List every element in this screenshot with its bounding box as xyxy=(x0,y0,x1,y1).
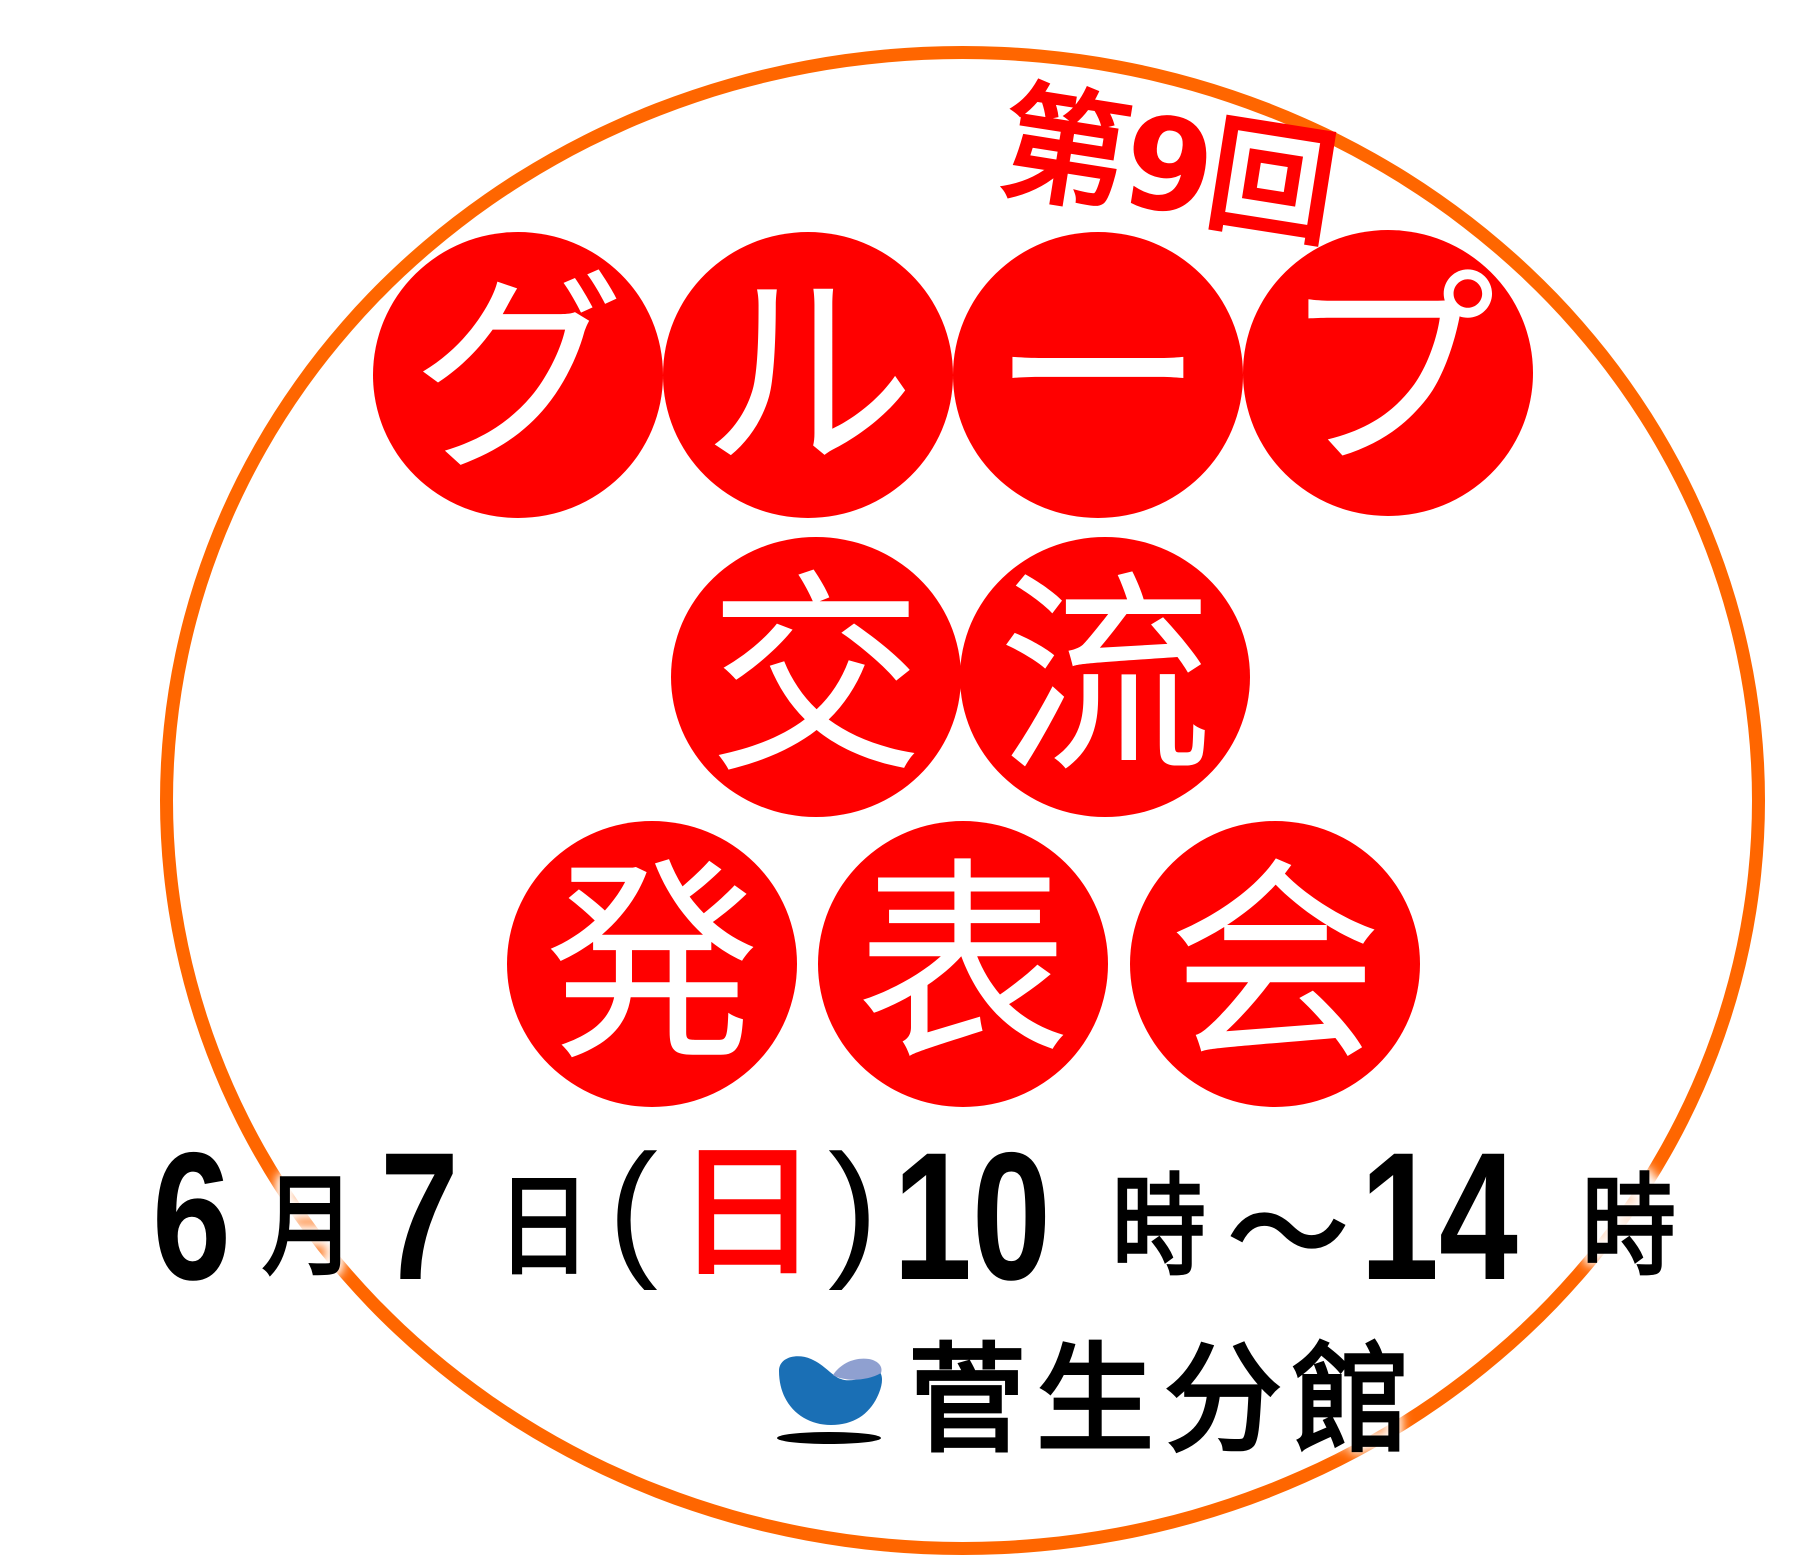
title-char: ー xyxy=(990,249,1206,501)
month-number: 6 xyxy=(152,1114,231,1318)
title-char: 交 xyxy=(708,551,924,803)
title-char: 発 xyxy=(544,838,760,1090)
title-char: 会 xyxy=(1167,838,1383,1090)
title-char: 表 xyxy=(855,838,1071,1090)
title-bubble-pu: プ xyxy=(1243,230,1533,516)
bowl-wave-logo-icon xyxy=(777,1356,882,1444)
title-bubble-long-vowel: ー xyxy=(953,232,1243,518)
title-bubble-gu: グ xyxy=(373,232,663,518)
title-char: ル xyxy=(700,249,916,501)
title-bubble-hyou: 表 xyxy=(818,821,1108,1107)
title-bubble-ryuu: 流 xyxy=(960,537,1250,817)
venue-name: 菅生分館 xyxy=(908,1331,1421,1469)
title-char: グ xyxy=(410,249,626,501)
title-bubble-hatsu: 発 xyxy=(507,821,797,1107)
title-bubble-kai: 会 xyxy=(1130,821,1420,1107)
title-bubble-kou: 交 xyxy=(671,537,961,817)
title-bubble-ru: ル xyxy=(663,232,953,518)
title-char: 流 xyxy=(997,551,1213,803)
title-char: プ xyxy=(1280,247,1496,499)
venue-logo: 菅生分館 xyxy=(770,1331,1490,1469)
